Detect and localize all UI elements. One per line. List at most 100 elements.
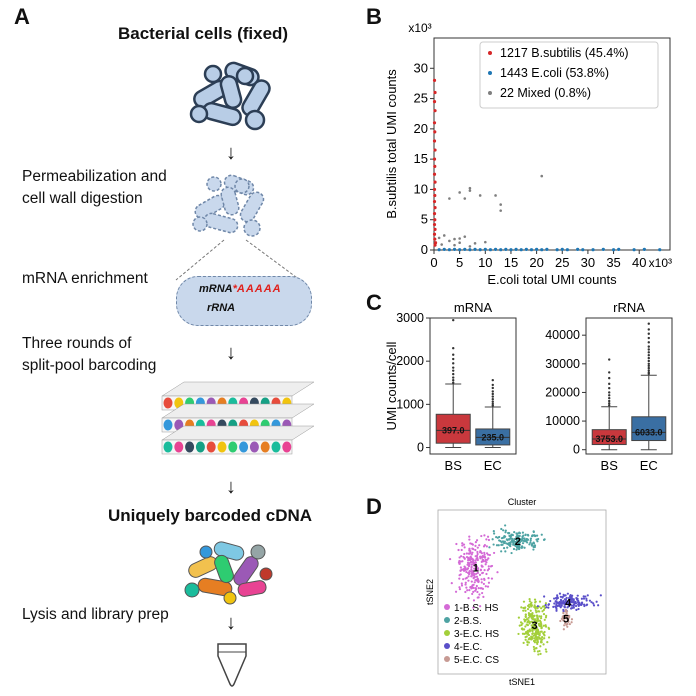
plate-well	[163, 441, 173, 453]
cluster-point	[516, 544, 519, 547]
cluster-point	[475, 572, 478, 575]
cluster-point	[526, 604, 530, 607]
data-point	[437, 248, 441, 252]
plate-well	[271, 441, 281, 453]
cluster-point	[529, 541, 532, 544]
data-point	[463, 197, 467, 200]
cluster-point	[483, 551, 486, 554]
panel-b-label: B	[366, 4, 382, 29]
outlier-point	[608, 386, 611, 390]
outlier-point	[647, 366, 650, 370]
cluster-point	[556, 595, 559, 599]
data-point	[473, 242, 477, 245]
cluster-point	[543, 618, 546, 621]
cluster-point	[522, 641, 525, 644]
cluster-point	[566, 592, 569, 595]
cluster-point	[526, 621, 529, 624]
data-point	[433, 241, 438, 245]
cluster-point	[530, 627, 533, 630]
outlier-point	[491, 390, 494, 393]
step-permeabilization-text: Permeabilization and cell wall digestion	[22, 166, 167, 210]
y-tick-label: 15	[414, 151, 428, 166]
cluster-point	[511, 534, 514, 537]
cluster-point	[562, 600, 565, 603]
cluster-point	[473, 564, 477, 568]
cluster-point	[480, 578, 483, 581]
data-point	[433, 180, 437, 184]
cluster-point	[566, 625, 569, 628]
cluster-point	[533, 545, 536, 549]
cluster-point	[567, 614, 570, 617]
cluster-point	[471, 570, 475, 573]
data-point	[432, 172, 437, 176]
cluster-point	[485, 561, 488, 564]
cluster-point	[555, 601, 558, 604]
cluster-point	[562, 628, 565, 631]
cluster-point	[487, 557, 490, 560]
box-BS	[435, 413, 471, 444]
cluster-point	[477, 587, 480, 590]
x-tick-label: 30	[581, 255, 595, 270]
cluster-point	[562, 610, 565, 613]
cluster-point	[467, 565, 471, 568]
data-point	[545, 247, 549, 251]
cluster-point	[533, 650, 536, 653]
cluster-point	[547, 636, 551, 639]
plate-well	[239, 441, 249, 453]
cluster-point	[562, 611, 565, 615]
cluster-point	[461, 542, 464, 545]
cluster-point	[534, 639, 537, 642]
cluster-point	[472, 558, 475, 561]
cluster-point	[485, 552, 489, 555]
cluster-point	[526, 538, 530, 541]
cluster-point	[528, 597, 531, 601]
cluster-point	[474, 541, 477, 544]
legend-label: 1-B.S. HS	[454, 603, 499, 614]
cluster-point	[534, 647, 537, 650]
data-point	[617, 247, 621, 251]
data-point	[433, 227, 437, 232]
chart-title: rRNA	[613, 300, 645, 315]
cluster-point	[479, 569, 482, 572]
cluster-point	[518, 539, 521, 543]
x-tick-label: BS	[445, 458, 463, 473]
cluster-point	[467, 562, 471, 565]
cluster-point	[482, 582, 485, 586]
zoom-lines	[175, 239, 301, 281]
cluster-point	[590, 601, 593, 604]
cluster-point	[458, 574, 461, 577]
cluster-point	[588, 599, 592, 602]
data-point	[458, 237, 461, 240]
cluster-point	[531, 632, 534, 635]
cluster-point	[599, 594, 602, 597]
outlier-point	[608, 394, 611, 397]
data-point	[494, 194, 497, 197]
cluster-point	[468, 547, 471, 550]
cluster-point	[504, 529, 507, 532]
data-point	[442, 234, 446, 237]
cluster-point	[503, 535, 506, 539]
cluster-point	[544, 603, 547, 607]
plate-well	[163, 397, 173, 409]
y-multiplier: x10³	[408, 21, 431, 35]
data-point	[658, 248, 662, 252]
cluster-point	[522, 600, 526, 603]
cluster-point	[472, 599, 476, 602]
cluster-point	[536, 616, 539, 619]
cluster-point	[472, 590, 475, 594]
data-point	[432, 100, 437, 104]
arrow-down-icon: ↓	[226, 612, 236, 634]
data-point	[432, 187, 437, 192]
outlier-point	[452, 357, 455, 361]
cluster-point	[455, 542, 458, 546]
legend-label: 5-E.C. CS	[454, 655, 499, 666]
cluster-point	[572, 604, 575, 607]
cluster-point	[562, 616, 566, 620]
cluster-point	[555, 609, 558, 612]
cluster-point	[545, 650, 548, 653]
cluster-point	[462, 555, 465, 559]
x-tick-label: 25	[555, 255, 569, 270]
cluster-point	[464, 583, 467, 586]
cluster-point	[538, 632, 541, 635]
